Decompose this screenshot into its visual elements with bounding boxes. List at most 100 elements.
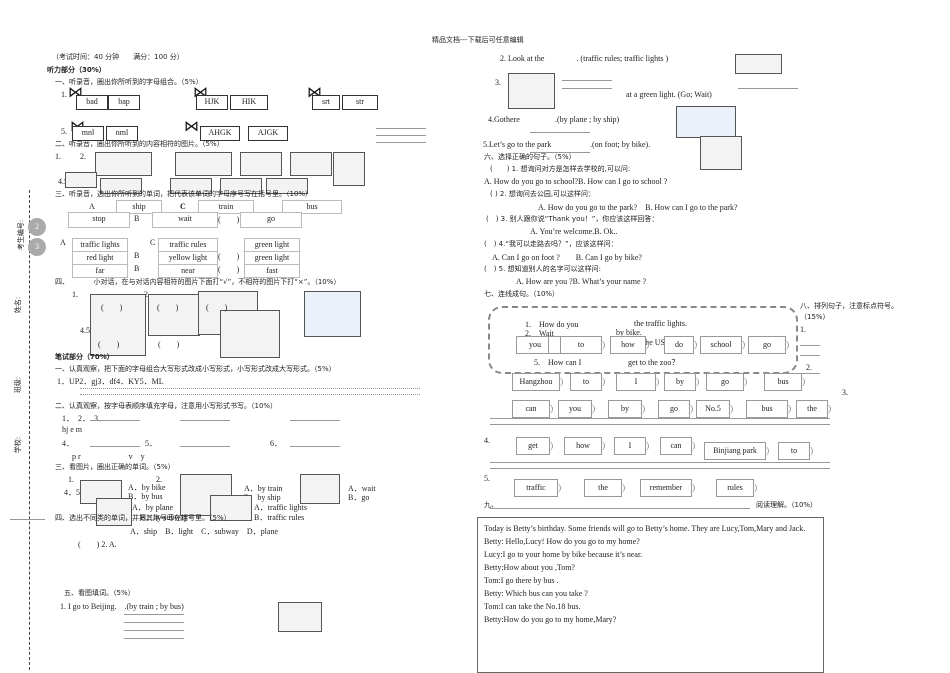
w8-word-card[interactable]: to [570, 373, 605, 391]
q1-option[interactable]: HIK [230, 95, 268, 110]
q3-option[interactable]: green light [244, 238, 300, 252]
margin-school: 学校: [14, 436, 23, 454]
q1-option[interactable]: bap [108, 95, 140, 110]
q1-num-5: 5. [61, 127, 67, 136]
w8-word-card[interactable]: school [700, 336, 745, 354]
q2-picture[interactable] [290, 152, 332, 176]
w3-option[interactable]: B．by subway [140, 513, 188, 522]
q3-title: 三、听录音，选出你所听到的单词，把代表该单词的字母序号写在括号里。（10%） [55, 190, 313, 198]
w8-word-card[interactable]: by [664, 373, 699, 391]
w8-word-card[interactable]: go [706, 373, 747, 391]
q3-option[interactable]: wait [152, 212, 218, 228]
w2-nums: 1． 2． 3． [62, 414, 106, 423]
w3-option[interactable]: B．go [348, 493, 370, 502]
w7-left[interactable]: 1. How do you [525, 320, 579, 329]
q3-option[interactable]: train [198, 200, 254, 214]
w8-word-card[interactable]: bus [764, 373, 805, 391]
w8-word-card[interactable]: Hangzhou [512, 373, 563, 391]
w7-left[interactable]: 5. How can I [534, 358, 582, 367]
q4-bracket[interactable]: ( ) [157, 303, 179, 312]
w8-word-card[interactable]: you [558, 400, 595, 418]
q2-picture[interactable] [100, 178, 142, 194]
w8-word-card[interactable]: go [748, 336, 789, 354]
q2-picture[interactable] [95, 152, 152, 176]
w8-word-card[interactable]: go [658, 400, 693, 418]
q1-option[interactable]: mnl [72, 126, 104, 141]
q1-option[interactable]: nml [106, 126, 138, 141]
q4-bracket[interactable]: ( ) [101, 303, 123, 312]
w6-line: ( ) 2. 想询问去公园,可以这样问： [490, 190, 596, 198]
q3-bracket[interactable]: ( ) [218, 252, 240, 261]
w3-option[interactable]: A．by bike [128, 483, 166, 492]
q1-option[interactable]: str [342, 95, 378, 110]
w8-word-card[interactable]: do [664, 336, 697, 354]
w8-word-card[interactable]: traffic [514, 479, 561, 497]
w5-item: 2. Look at the . (traffic rules; traffic… [500, 54, 669, 63]
q3-option[interactable]: green light [244, 251, 300, 265]
w8-word-card[interactable]: I [614, 437, 649, 455]
q2-picture[interactable] [240, 152, 282, 176]
q3-option[interactable]: yellow light [158, 251, 218, 265]
w6-line: ( ) 5. 想知道别人的名字可以这样问: [484, 265, 601, 273]
w8-word-card[interactable]: Binjiang park [704, 442, 769, 460]
w8-word-card[interactable]: the [584, 479, 625, 497]
q2-picture[interactable] [175, 152, 232, 176]
q2-picture[interactable] [333, 152, 365, 186]
q1-option[interactable]: HJK [196, 95, 228, 110]
q3-option[interactable]: traffic lights [72, 238, 128, 252]
w3-option[interactable]: A．wait [348, 484, 376, 493]
w3-option[interactable]: B．traffic rules [254, 513, 305, 522]
q3-bracket[interactable]: ( ) [218, 265, 240, 274]
w7-right[interactable]: get to the zoo？ [628, 358, 680, 367]
q1-option[interactable]: AJGK [248, 126, 288, 141]
q2-picture[interactable] [266, 178, 308, 194]
w8-word-card[interactable]: how [610, 336, 649, 354]
w8-word-card[interactable]: to [560, 336, 605, 354]
w8-word-card[interactable]: can [660, 437, 695, 455]
w8-word-card[interactable]: rules [716, 479, 757, 497]
q2-picture[interactable] [65, 172, 97, 188]
binding-line [29, 190, 30, 670]
q3-option[interactable]: bus [282, 200, 342, 214]
q3-option[interactable]: stop [68, 212, 130, 228]
q3-option[interactable]: red light [72, 251, 128, 265]
q1-option[interactable]: bad [76, 95, 108, 110]
q2-picture[interactable] [170, 178, 212, 194]
w3-option[interactable]: A．by train [244, 484, 283, 493]
traffic-light-icon [300, 474, 340, 504]
w7-right[interactable]: by bike. [616, 328, 642, 337]
w8-word-card[interactable]: I [616, 373, 659, 391]
q2-picture[interactable] [220, 178, 262, 194]
w8-word-card[interactable]: how [564, 437, 605, 455]
q4-bracket[interactable]: ( ) [98, 340, 120, 349]
w8-word-card[interactable]: to [778, 442, 813, 460]
q3-option[interactable]: traffic rules [158, 238, 218, 252]
w8-word-card[interactable]: can [512, 400, 553, 418]
q1-option[interactable]: srt [312, 95, 340, 110]
q3-option[interactable]: go [240, 212, 302, 228]
reading-line: Tom:I go there by bus . [484, 576, 559, 585]
q3-option[interactable]: fast [244, 264, 300, 278]
w3-option[interactable]: A．by plane [132, 503, 174, 512]
q3-option[interactable]: far [72, 264, 128, 278]
w3-option[interactable]: B．by bus [128, 492, 163, 501]
w3-option[interactable]: A．traffic lights [254, 503, 307, 512]
q3-bracket[interactable]: ( ) [218, 215, 240, 224]
w3-option[interactable]: B．by ship [244, 493, 281, 502]
q3-option[interactable]: ship [116, 200, 162, 214]
w6-line: ( ) 3. 别人跟你说“Thank you！”，你应该这样回答： [486, 215, 659, 223]
w6-line: A. How do you go to school?B. How can I … [484, 177, 668, 186]
w8-word-card[interactable]: remember [640, 479, 695, 497]
q1-option[interactable]: AHGK [200, 126, 240, 141]
w8-word-card[interactable]: get [516, 437, 553, 455]
w7-right[interactable]: the USA. [643, 338, 673, 347]
w8-word-card[interactable]: by [608, 400, 645, 418]
q4-bracket[interactable]: ( ) [206, 303, 228, 312]
w7-left[interactable]: 2. Wait [525, 329, 554, 338]
q3-option[interactable]: near [158, 264, 218, 278]
w8-word-card[interactable]: No.5 [696, 400, 733, 418]
w8-word-card[interactable]: the [796, 400, 831, 418]
w8-word-card[interactable]: bus [746, 400, 791, 418]
w7-right[interactable]: the traffic lights. [634, 319, 687, 328]
q4-bracket[interactable]: ( ) [158, 340, 180, 349]
